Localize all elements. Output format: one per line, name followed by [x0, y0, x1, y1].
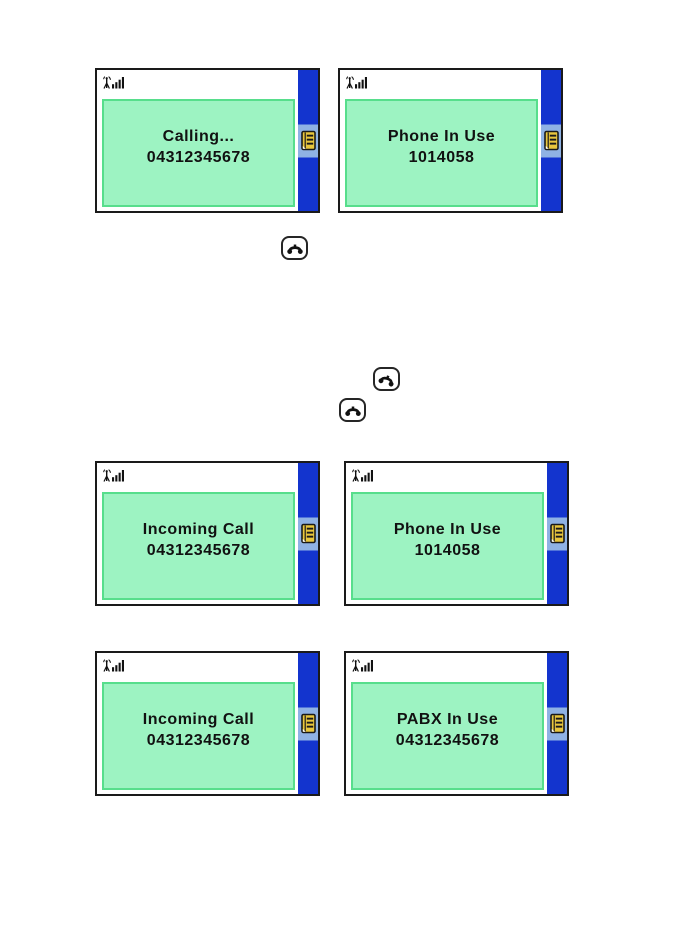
- directory-icon: [300, 713, 316, 734]
- lcd-screen-incoming-call: Incoming Call 04312345678: [95, 461, 320, 606]
- lcd-message-panel: Incoming Call 04312345678: [102, 492, 295, 600]
- lcd-status-text: Calling...: [162, 128, 235, 145]
- softkey-highlight: [298, 124, 318, 157]
- softkey-bar: [298, 463, 318, 604]
- softkey-highlight: [298, 707, 318, 740]
- signal-strength-icon: [103, 469, 124, 482]
- directory-icon: [549, 713, 565, 734]
- signal-strength-icon: [103, 659, 124, 672]
- directory-icon: [300, 130, 316, 151]
- softkey-bar: [298, 653, 318, 794]
- call-button-icon: [281, 236, 308, 260]
- lcd-number-text: 1014058: [408, 149, 475, 166]
- softkey-highlight: [547, 517, 567, 550]
- signal-strength-icon: [103, 76, 124, 89]
- handset-icon: [344, 406, 361, 416]
- directory-icon: [549, 523, 565, 544]
- lcd-screen-incoming-call: Incoming Call 04312345678: [95, 651, 320, 796]
- call-button-icon: [339, 398, 366, 422]
- lcd-number-text: 1014058: [414, 542, 481, 559]
- softkey-bar: [541, 70, 561, 211]
- handset-icon: [378, 374, 394, 386]
- lcd-number-text: 04312345678: [146, 732, 251, 749]
- softkey-bar: [298, 70, 318, 211]
- signal-strength-icon: [352, 659, 373, 672]
- lcd-status-text: Phone In Use: [387, 128, 496, 145]
- call-button-icon: [373, 367, 400, 391]
- softkey-highlight: [541, 124, 561, 157]
- lcd-message-panel: Incoming Call 04312345678: [102, 682, 295, 790]
- directory-icon: [300, 523, 316, 544]
- signal-strength-icon: [352, 469, 373, 482]
- lcd-number-text: 04312345678: [146, 149, 251, 166]
- lcd-number-text: 04312345678: [395, 732, 500, 749]
- softkey-bar: [547, 653, 567, 794]
- lcd-screen-phone-in-use: Phone In Use 1014058: [344, 461, 569, 606]
- lcd-message-panel: Calling... 04312345678: [102, 99, 295, 207]
- lcd-message-panel: Phone In Use 1014058: [345, 99, 538, 207]
- lcd-screen-calling: Calling... 04312345678: [95, 68, 320, 213]
- lcd-status-text: Incoming Call: [142, 521, 255, 538]
- lcd-screen-pabx-in-use: PABX In Use 04312345678: [344, 651, 569, 796]
- handset-icon: [286, 244, 303, 254]
- softkey-highlight: [547, 707, 567, 740]
- softkey-highlight: [298, 517, 318, 550]
- lcd-message-panel: PABX In Use 04312345678: [351, 682, 544, 790]
- lcd-message-panel: Phone In Use 1014058: [351, 492, 544, 600]
- softkey-bar: [547, 463, 567, 604]
- signal-strength-icon: [346, 76, 367, 89]
- lcd-status-text: Phone In Use: [393, 521, 502, 538]
- directory-icon: [543, 130, 559, 151]
- lcd-screen-phone-in-use: Phone In Use 1014058: [338, 68, 563, 213]
- lcd-number-text: 04312345678: [146, 542, 251, 559]
- lcd-status-text: PABX In Use: [396, 711, 499, 728]
- lcd-status-text: Incoming Call: [142, 711, 255, 728]
